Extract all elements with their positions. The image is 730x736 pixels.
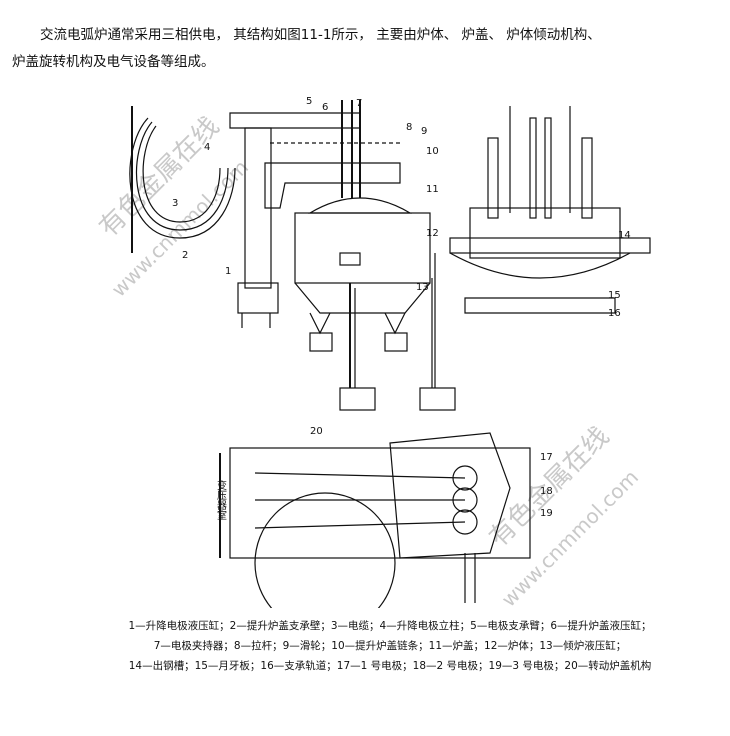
side-elevation-view: [434, 106, 651, 388]
transformer-room-label: 变压器室: [215, 479, 227, 520]
figure-caption: 1—升降电极液压缸；2—提升炉盖支承壁；3—电缆；4—升降电极立柱；5—电极支承…: [60, 616, 720, 676]
intro-line-1: 交流电弧炉通常采用三相供电， 其结构如图11-1所示， 主要由炉体、 炉盖、 炉…: [40, 27, 601, 43]
caption-line-3: 14—出钢槽；15—月牙板；16—支承轨道；17—1 号电极；18—2 号电极；…: [128, 660, 652, 672]
callout-14: 14: [618, 230, 631, 241]
callout-10: 10: [426, 146, 439, 157]
callout-4: 4: [204, 142, 210, 153]
callout-15: 15: [608, 290, 621, 301]
callout-3: 3: [172, 198, 178, 209]
callout-19: 19: [540, 508, 553, 519]
callout-20: 20: [310, 426, 323, 437]
caption-line-2: 7—电极夹持器；8—拉杆；9—滑轮；10—提升炉盖链条；11—炉盖；12—炉体；…: [153, 640, 627, 652]
callout-6: 6: [322, 102, 328, 113]
callout-9: 9: [421, 126, 427, 137]
callout-16: 16: [608, 308, 621, 319]
watermark-cn-top: 有色金属在线: [94, 111, 226, 243]
intro-paragraph: 交流电弧炉通常采用三相供电， 其结构如图11-1所示， 主要由炉体、 炉盖、 炉…: [12, 22, 722, 76]
caption-line-1: 1—升降电极液压缸；2—提升炉盖支承壁；3—电缆；4—升降电极立柱；5—电极支承…: [128, 620, 652, 632]
intro-line-2: 炉盖旋转机构及电气设备等组成。: [12, 54, 215, 70]
callout-5: 5: [306, 96, 312, 107]
callout-1: 1: [225, 266, 231, 277]
furnace-structure-figure: 有色金属在线 www.cnmmol.com 有色金属在线 www.cnmmol.…: [70, 88, 710, 634]
callout-2: 2: [182, 250, 188, 261]
front-elevation-view: [129, 100, 456, 411]
furnace-diagram: 有色金属在线 www.cnmmol.com 有色金属在线 www.cnmmol.…: [94, 96, 651, 634]
plan-view: [219, 432, 531, 634]
callout-13: 13: [416, 282, 429, 293]
callout-17: 17: [540, 452, 553, 463]
callout-12: 12: [426, 228, 439, 239]
callout-7: 7: [356, 98, 362, 109]
callout-8: 8: [406, 122, 412, 133]
callout-11: 11: [426, 184, 439, 195]
callout-numbers: 1 2 3 4 5 6 7 8 9 10 11 12 13 14 15 16 1…: [172, 96, 631, 519]
callout-18: 18: [540, 486, 553, 497]
